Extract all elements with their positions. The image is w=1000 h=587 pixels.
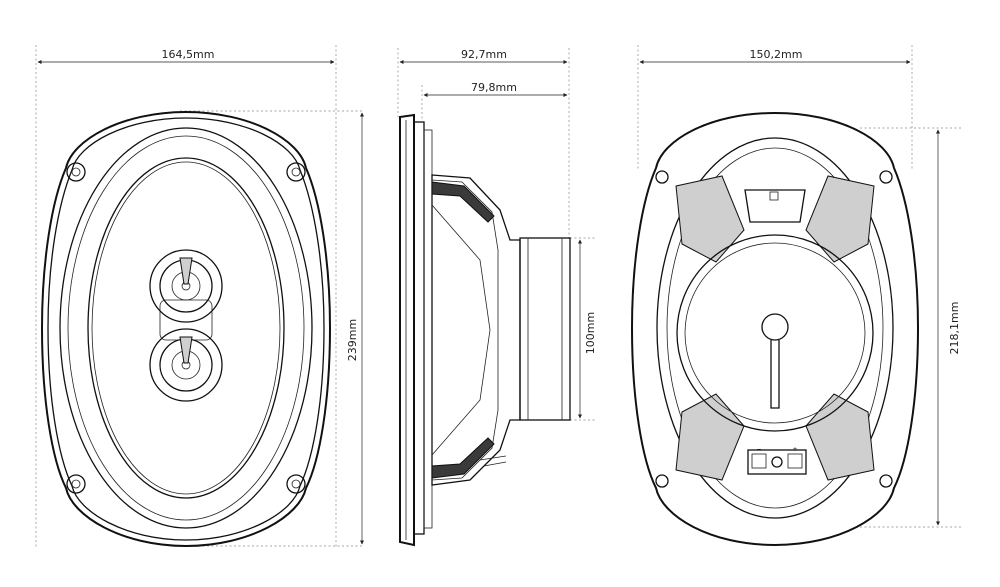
side-view: 92,7mm 79,8mm 100mm xyxy=(397,48,597,547)
rear-basket-outer xyxy=(656,137,894,519)
side-front-flange xyxy=(399,113,415,547)
rear-magnet-outer xyxy=(676,234,874,432)
front-surround-inner xyxy=(87,157,285,499)
front-outer-frame xyxy=(40,110,332,548)
front-height-label: 239mm xyxy=(346,319,359,361)
terminal-positive-label: + xyxy=(792,446,797,453)
front-lower-tweeter xyxy=(149,328,223,402)
side-gasket xyxy=(413,121,425,535)
rear-vent-hole xyxy=(761,313,789,341)
rear-outer-frame xyxy=(630,111,920,547)
rear-height-label: 218,1mm xyxy=(948,302,961,355)
side-basket-body xyxy=(431,174,521,486)
terminal-negative-label: − xyxy=(756,446,761,453)
side-terminal-wire xyxy=(479,455,507,467)
rear-basket-spokes xyxy=(675,175,875,481)
rear-magnet-inner xyxy=(684,242,866,424)
front-surround-outer xyxy=(59,127,313,529)
side-basket-rim xyxy=(423,129,433,529)
rear-lead-channel xyxy=(770,340,780,409)
side-magnet xyxy=(519,237,571,421)
magnet-height-label: 100mm xyxy=(584,312,597,354)
rear-top-tab xyxy=(744,189,806,223)
front-surround-mid xyxy=(67,135,305,521)
side-mount-depth-label: 79,8mm xyxy=(471,81,517,94)
front-upper-tweeter xyxy=(149,249,223,323)
front-width-label: 164,5mm xyxy=(162,48,215,61)
side-total-depth-label: 92,7mm xyxy=(461,48,507,61)
front-frame-inner-edge xyxy=(47,117,325,541)
front-mounting-holes xyxy=(66,162,306,494)
rear-terminal-block: − + xyxy=(747,446,807,475)
rear-mounting-holes xyxy=(655,170,893,488)
rear-width-label: 150,2mm xyxy=(750,48,803,61)
front-cone-edge xyxy=(91,161,281,495)
side-cone-profile xyxy=(431,204,491,456)
side-basket-strut-top xyxy=(431,181,495,223)
front-view: 164,5mm 239mm xyxy=(35,45,365,548)
rear-view: 150,2mm 218,1mm xyxy=(630,45,962,547)
side-basket-strut-bottom xyxy=(431,437,495,479)
